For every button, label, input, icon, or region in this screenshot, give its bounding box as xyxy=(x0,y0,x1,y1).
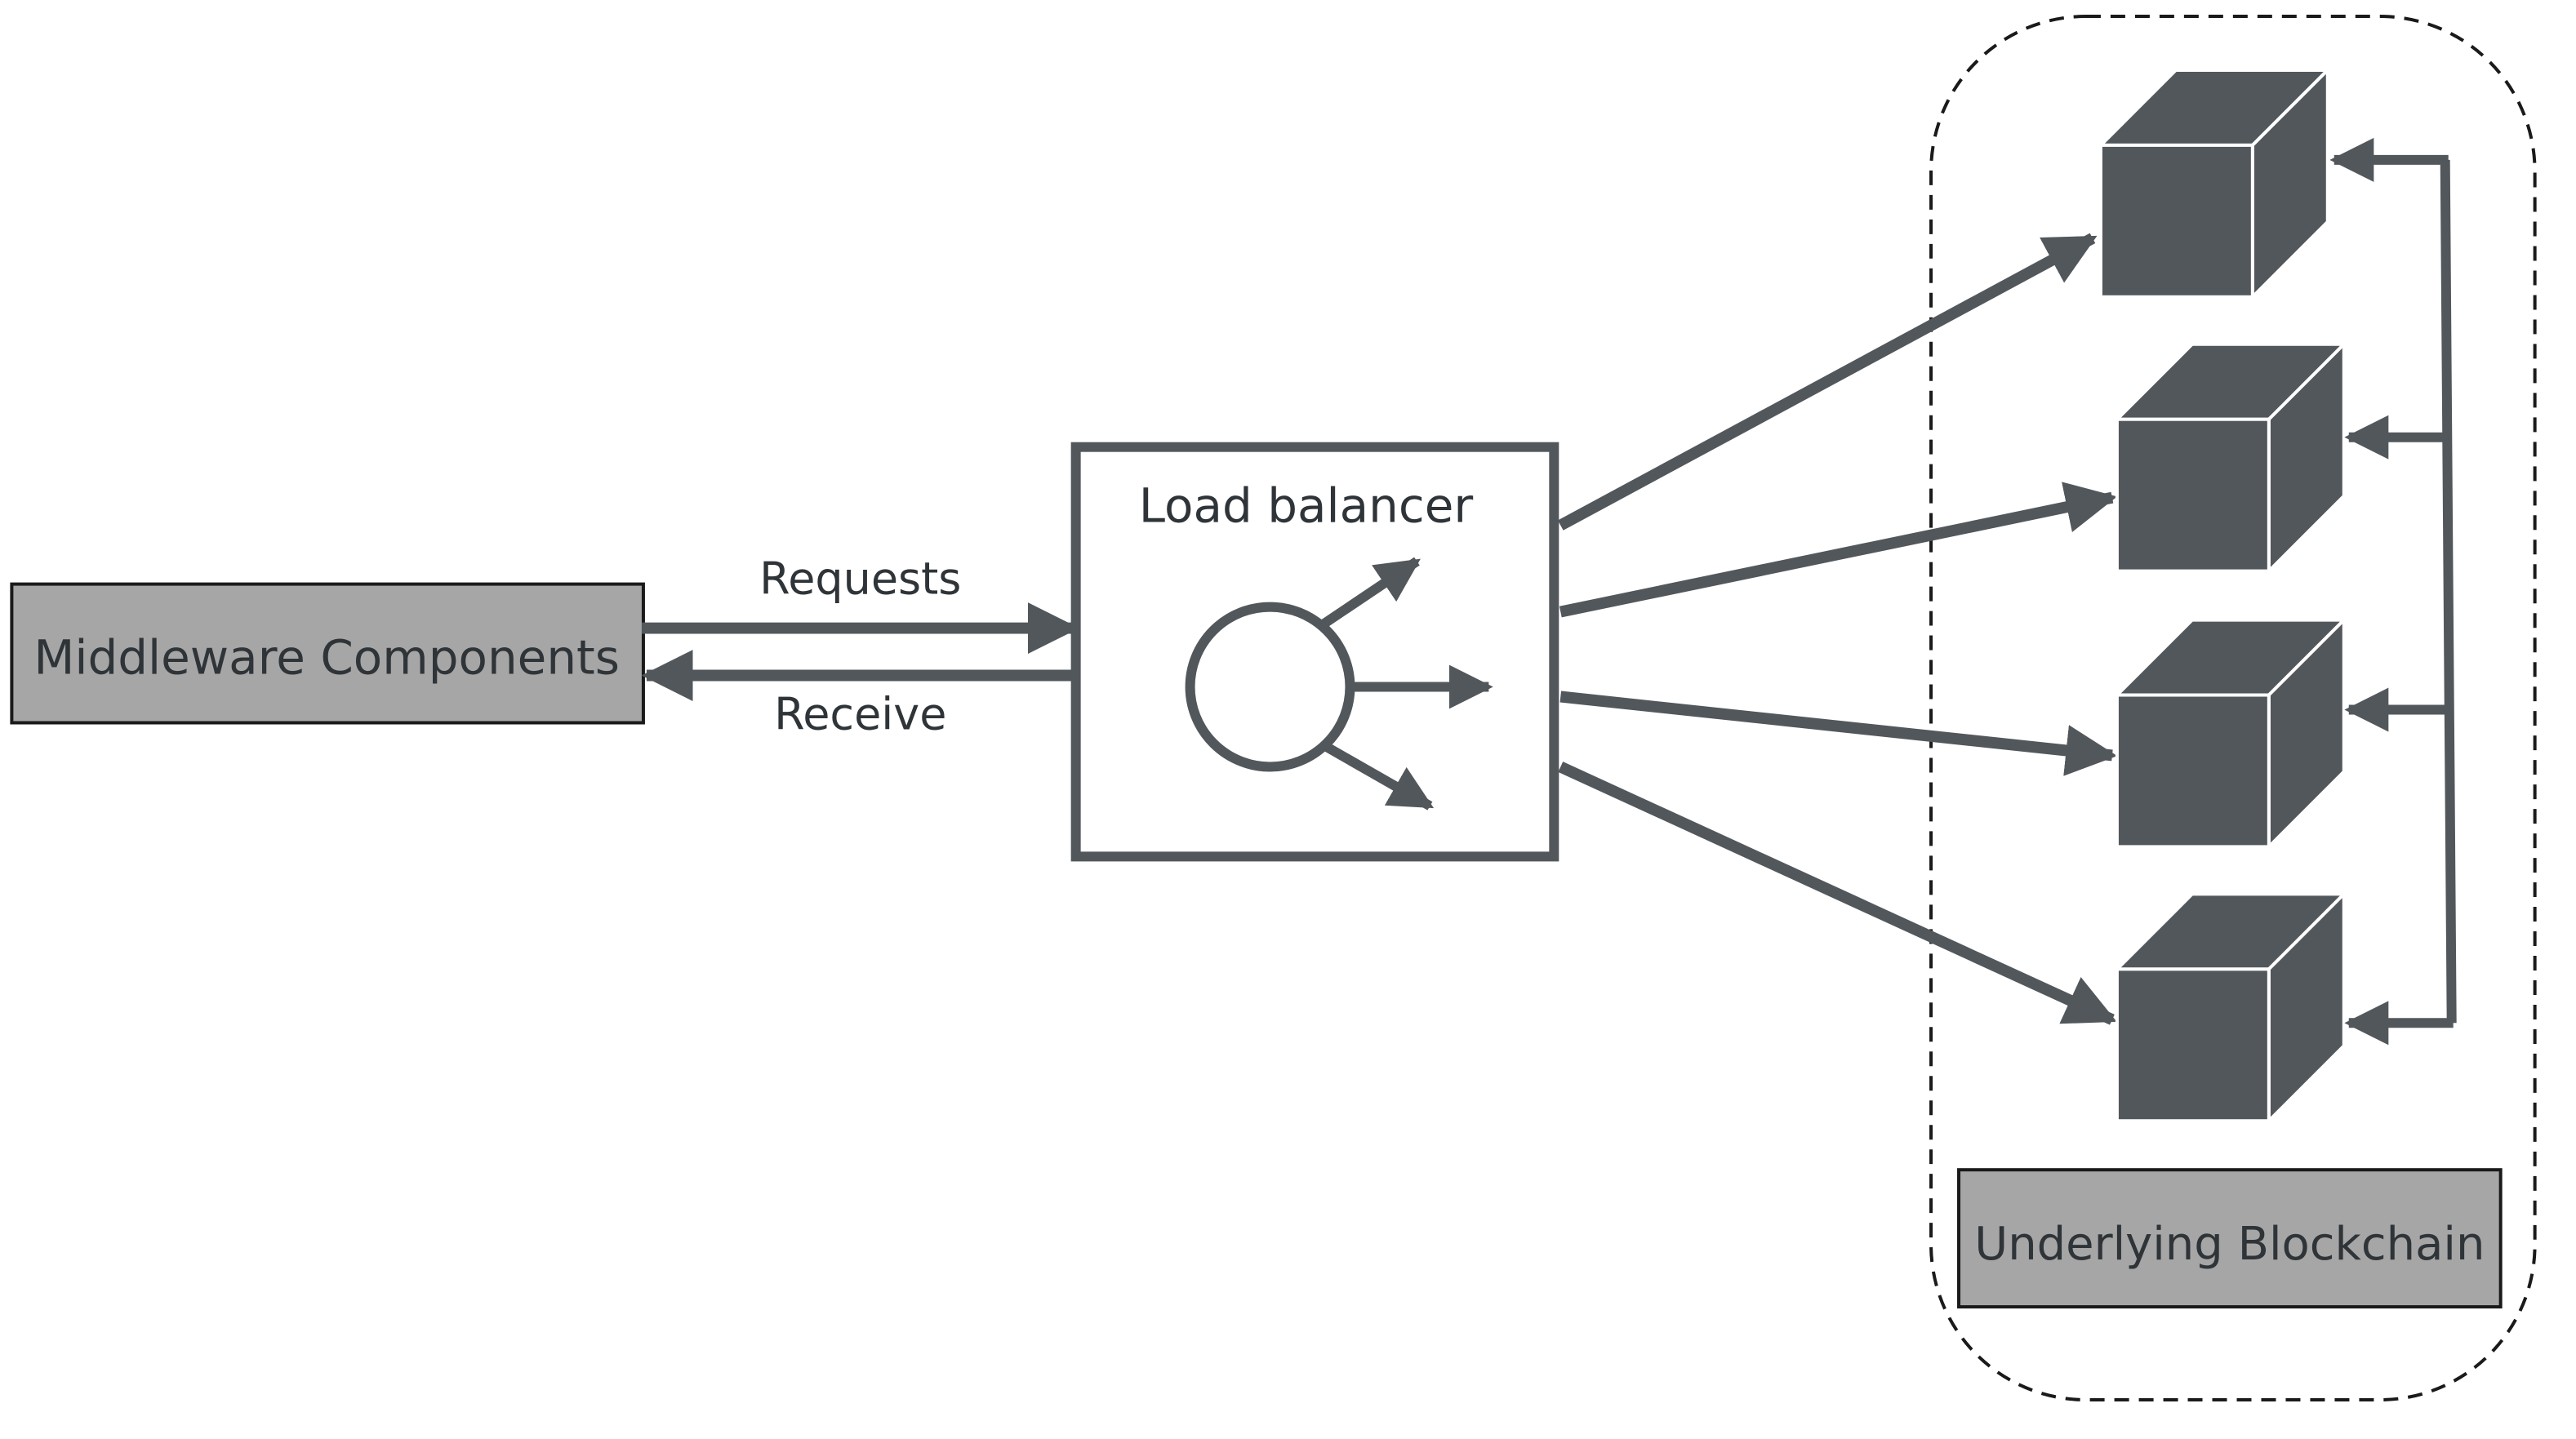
blockchain-node-1 xyxy=(2097,66,2332,301)
middleware-components-label: Middleware Components xyxy=(33,630,620,686)
blockchain-network-boundary xyxy=(1929,14,2537,1402)
cube-icon xyxy=(2113,615,2348,851)
underlying-blockchain-box: Underlying Blockchain xyxy=(1957,1168,2503,1309)
receive-label: Receive xyxy=(774,688,946,739)
load-balancer-box: Load balancer xyxy=(1070,442,1559,862)
blockchain-node-2 xyxy=(2113,340,2348,575)
underlying-blockchain-label: Underlying Blockchain xyxy=(1974,1218,2485,1271)
cube-icon xyxy=(2113,340,2348,575)
blockchain-node-4 xyxy=(2113,890,2348,1126)
dispatch-arrow-3 xyxy=(1559,691,2118,776)
dispatch-arrow-1 xyxy=(1557,233,2098,531)
load-balancer-label: Load balancer xyxy=(1139,478,1474,534)
cube-icon xyxy=(2113,890,2348,1126)
blockchain-node-3 xyxy=(2113,615,2348,851)
node-sync-bus xyxy=(2440,159,2457,1024)
dispatch-arrow-2 xyxy=(1559,482,2118,618)
cube-icon xyxy=(2097,66,2332,301)
requests-label: Requests xyxy=(759,553,961,605)
middleware-components-box: Middleware Components xyxy=(10,582,645,725)
dispatch-arrow-4 xyxy=(1558,762,2117,1025)
load-balancer-icon xyxy=(1185,557,1493,811)
